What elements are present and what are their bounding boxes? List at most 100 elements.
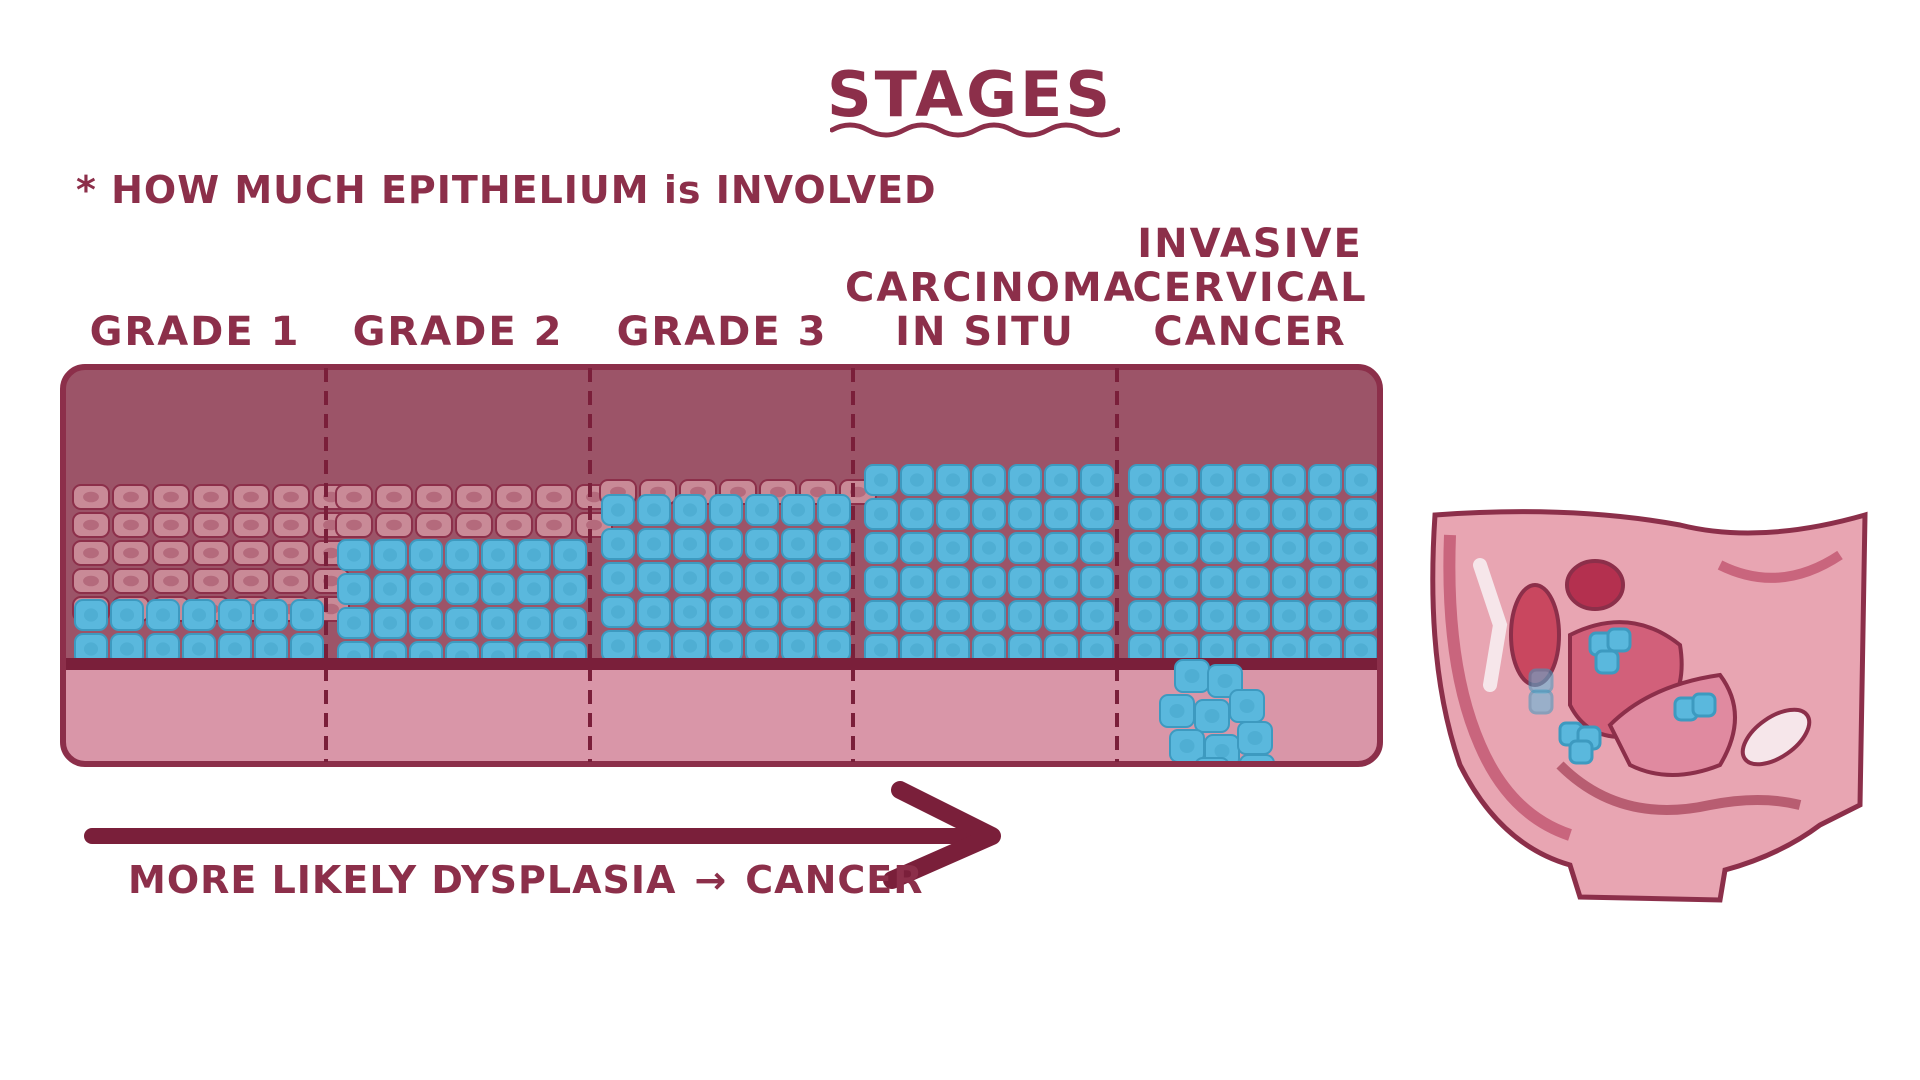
invasive-cell bbox=[1239, 754, 1275, 764]
dysplastic-cell-nucleus bbox=[454, 582, 470, 596]
normal-cell-nucleus bbox=[506, 519, 522, 531]
invasive-cell-nucleus bbox=[1179, 738, 1195, 754]
dysplastic-cell bbox=[1080, 566, 1114, 598]
dysplastic-cell bbox=[709, 596, 743, 628]
normal-cell-nucleus bbox=[426, 491, 442, 503]
dysplastic-cell-nucleus bbox=[1053, 609, 1069, 623]
dysplastic-cell-nucleus bbox=[1017, 473, 1033, 487]
dysplastic-cell-nucleus bbox=[945, 609, 961, 623]
dysplastic-cell bbox=[709, 528, 743, 560]
normal-cell bbox=[272, 484, 310, 510]
normal-cell-nucleus bbox=[243, 491, 259, 503]
dysplastic-cell bbox=[900, 498, 934, 530]
invasive-cell bbox=[1194, 699, 1230, 733]
dysplastic-cell-nucleus bbox=[1245, 609, 1261, 623]
stage-label-carcinoma-in-situ: CARCINOMA IN SITU bbox=[845, 265, 1137, 355]
dysplastic-cell-nucleus bbox=[1317, 643, 1333, 657]
normal-cell bbox=[72, 512, 110, 538]
progression-caption: MORE LIKELY DYSPLASIA → CANCER bbox=[128, 858, 923, 902]
dysplastic-cell-nucleus bbox=[155, 608, 171, 622]
normal-cell-nucleus bbox=[83, 575, 99, 587]
dysplastic-cell bbox=[1200, 498, 1234, 530]
dysplastic-cell-nucleus bbox=[119, 642, 135, 656]
invasive-cell-nucleus bbox=[1204, 708, 1220, 724]
normal-cell bbox=[455, 512, 493, 538]
dysplastic-cell-nucleus bbox=[1353, 609, 1369, 623]
dysplastic-cell bbox=[445, 539, 479, 571]
normal-cell-nucleus bbox=[770, 486, 786, 498]
invasive-cell-nucleus bbox=[1169, 703, 1185, 719]
dysplastic-cell-nucleus bbox=[981, 507, 997, 521]
dysplastic-cell bbox=[1272, 600, 1306, 632]
dysplastic-cell-nucleus bbox=[490, 616, 506, 630]
dysplastic-cell-nucleus bbox=[682, 605, 698, 619]
normal-cell-nucleus bbox=[283, 547, 299, 559]
dysplastic-cell bbox=[1128, 498, 1162, 530]
dysplastic-cell-nucleus bbox=[299, 642, 315, 656]
dysplastic-cell bbox=[1308, 464, 1342, 496]
normal-cell bbox=[272, 568, 310, 594]
normal-cell-nucleus bbox=[123, 547, 139, 559]
dysplastic-cell bbox=[936, 532, 970, 564]
dysplastic-cell-nucleus bbox=[1017, 643, 1033, 657]
dysplastic-cell bbox=[337, 607, 371, 639]
dysplastic-cell-nucleus bbox=[646, 605, 662, 619]
dysplastic-cell bbox=[373, 573, 407, 605]
dysplastic-cell bbox=[637, 562, 671, 594]
dysplastic-cell bbox=[936, 600, 970, 632]
dysplastic-cell-nucleus bbox=[83, 642, 99, 656]
dysplastic-cell-nucleus bbox=[826, 639, 842, 653]
dysplastic-cell bbox=[709, 494, 743, 526]
dysplastic-cell-nucleus bbox=[562, 548, 578, 562]
dysplastic-cell-nucleus bbox=[981, 609, 997, 623]
normal-cell bbox=[232, 568, 270, 594]
dysplastic-cell bbox=[637, 596, 671, 628]
dysplastic-cell bbox=[972, 464, 1006, 496]
dysplastic-cell bbox=[1164, 600, 1198, 632]
dysplastic-cell bbox=[1044, 532, 1078, 564]
dysplastic-cell-nucleus bbox=[1353, 507, 1369, 521]
dysplastic-cell-nucleus bbox=[299, 608, 315, 622]
stage-label-grade-2: GRADE 2 bbox=[352, 309, 564, 355]
normal-cell-nucleus bbox=[203, 575, 219, 587]
dysplastic-cell-nucleus bbox=[1317, 473, 1333, 487]
dysplastic-cell bbox=[1008, 498, 1042, 530]
dysplastic-cell bbox=[1080, 532, 1114, 564]
dysplastic-cell-nucleus bbox=[191, 608, 207, 622]
dysplastic-cell-nucleus bbox=[1137, 541, 1153, 555]
dysplastic-cell-nucleus bbox=[1089, 609, 1105, 623]
dysplastic-cell bbox=[601, 494, 635, 526]
dysplastic-cell-nucleus bbox=[1317, 609, 1333, 623]
dysplastic-cell-nucleus bbox=[718, 605, 734, 619]
dysplastic-cell-nucleus bbox=[1281, 643, 1297, 657]
dysplastic-cell bbox=[1008, 464, 1042, 496]
normal-cell bbox=[72, 568, 110, 594]
dysplastic-cell bbox=[1044, 600, 1078, 632]
dysplastic-cell-nucleus bbox=[945, 643, 961, 657]
normal-cell bbox=[415, 512, 453, 538]
dysplastic-cell bbox=[1080, 498, 1114, 530]
dysplastic-cell bbox=[637, 494, 671, 526]
dysplastic-cell bbox=[146, 599, 180, 631]
dysplastic-cell bbox=[1236, 566, 1270, 598]
normal-cell bbox=[232, 512, 270, 538]
dysplastic-cell bbox=[1308, 566, 1342, 598]
normal-cell bbox=[192, 568, 230, 594]
dysplastic-cell bbox=[972, 498, 1006, 530]
dysplastic-cell bbox=[1236, 600, 1270, 632]
dysplastic-cell-nucleus bbox=[1353, 575, 1369, 589]
invasive-cell-nucleus bbox=[1214, 743, 1230, 759]
dysplastic-cell bbox=[972, 600, 1006, 632]
normal-cell bbox=[152, 512, 190, 538]
dysplastic-cell-nucleus bbox=[191, 642, 207, 656]
dysplastic-cell bbox=[517, 539, 551, 571]
dysplastic-cell bbox=[601, 562, 635, 594]
dysplastic-cell-nucleus bbox=[909, 609, 925, 623]
dysplastic-cell bbox=[781, 528, 815, 560]
dysplastic-cell bbox=[972, 532, 1006, 564]
dysplastic-cell-nucleus bbox=[1137, 643, 1153, 657]
dysplastic-cell-nucleus bbox=[610, 503, 626, 517]
dysplastic-cell bbox=[517, 607, 551, 639]
dysplastic-cell bbox=[1008, 566, 1042, 598]
normal-cell-nucleus bbox=[506, 491, 522, 503]
